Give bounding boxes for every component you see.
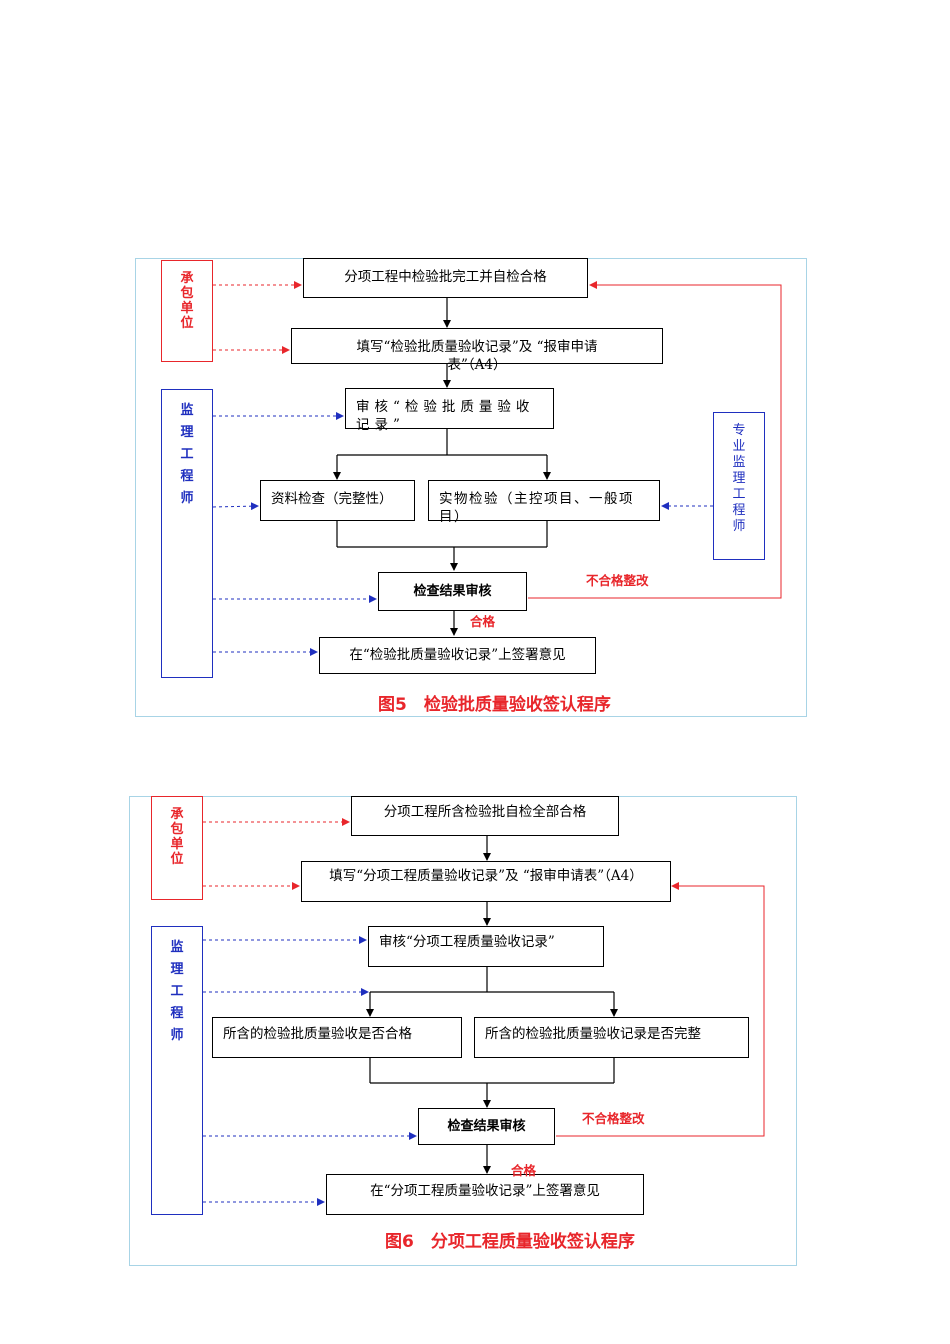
fig5-step-physical-inspection: 实物检验（主控项目、一般项目）: [428, 480, 660, 525]
fig5-supervisor-label: 监理工程师: [161, 389, 213, 678]
fig5-step-document-check: 资料检查（完整性）: [260, 480, 415, 521]
fig6-contractor-arrows: [203, 818, 350, 890]
fig5-contractor-arrows: [213, 281, 302, 354]
fig6-step-review-record: 审核“分项工程质量验收记录”: [368, 926, 604, 967]
fig6-step-sign-opinion: 在“分项工程质量验收记录”上签署意见: [326, 1174, 644, 1215]
fig5-step-review-record: 审核“检验批质量验收记录”: [345, 388, 554, 433]
fig6-caption: 图6 分项工程质量验收签认程序: [385, 1232, 635, 1252]
fig5-caption: 图5 检验批质量验收签认程序: [378, 695, 611, 715]
fig6-step-records-complete: 所含的检验批质量验收记录是否完整: [474, 1017, 749, 1058]
fig6-step-inspection-qualified: 所含的检验批质量验收是否合格: [212, 1017, 462, 1058]
fig6-flow-arrows: [366, 836, 618, 1174]
fig5-fail-label: 不合格整改: [586, 573, 649, 588]
fig6-step-self-check: 分项工程所含检验批自检全部合格: [351, 796, 619, 836]
fig5-flow-arrows: [333, 298, 551, 636]
fig6-pass-label: 合格: [511, 1163, 537, 1178]
fig6-contractor-label: 承包单位: [151, 796, 203, 900]
fig5-rework-loop: [528, 281, 782, 599]
fig6-supervisor-label: 监理工程师: [151, 926, 203, 1215]
fig5-step-fill-form: 填写“检验批质量验收记录”及 “报审申请表”（A4）: [291, 328, 663, 373]
fig6-fail-label: 不合格整改: [582, 1111, 645, 1126]
fig5-pass-label: 合格: [470, 614, 496, 629]
fig6-rework-loop: [556, 882, 765, 1137]
fig5-supervisor-arrows: [212, 412, 713, 656]
fig5-contractor-label: 承包单位: [161, 260, 213, 362]
fig6-step-fill-form: 填写“分项工程质量验收记录”及 “报审申请表”（A4）: [301, 861, 671, 902]
fig5-specialist-label: 专业监理工程师: [713, 412, 765, 560]
fig5-step-sign-opinion: 在“检验批质量验收记录”上签署意见: [319, 637, 596, 674]
fig5-step-self-check: 分项工程中检验批完工并自检合格: [303, 258, 588, 298]
fig5-step-result-review: 检查结果审核: [378, 572, 527, 611]
fig6-step-result-review: 检查结果审核: [418, 1108, 555, 1145]
fig6-supervisor-arrows: [203, 936, 417, 1206]
